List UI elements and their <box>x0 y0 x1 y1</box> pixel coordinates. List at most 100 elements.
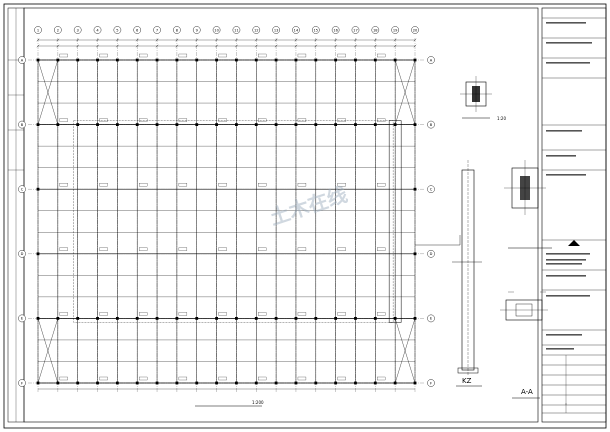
member-tag <box>377 183 386 187</box>
axis-bubble-row <box>427 56 435 64</box>
steel-column <box>155 381 159 385</box>
cross-brace <box>37 318 59 384</box>
member-tag <box>337 118 346 122</box>
member-tag <box>59 118 68 122</box>
title-block <box>541 7 607 423</box>
member-tag <box>337 247 346 251</box>
member-tag <box>337 183 346 187</box>
axis-label-row: B <box>21 123 24 127</box>
axis-bubble-col <box>331 26 340 34</box>
member-tag <box>99 183 108 187</box>
steel-column <box>195 317 199 320</box>
steel-column <box>274 58 278 62</box>
axis-label-row: F <box>430 381 432 385</box>
member-tag <box>337 312 346 316</box>
steel-column <box>215 317 218 320</box>
member-tag <box>218 247 227 251</box>
member-tag <box>178 376 188 381</box>
steel-column <box>215 381 218 385</box>
axis-bubble-col <box>113 26 122 34</box>
axis-bubble-col <box>73 26 82 34</box>
steel-column <box>373 317 377 320</box>
steel-column <box>354 317 357 320</box>
steel-column <box>354 381 357 385</box>
main-frame <box>23 7 539 423</box>
steel-column <box>175 123 179 126</box>
axis-label-row: C <box>21 188 24 192</box>
member-tag <box>377 376 386 381</box>
illegible-text <box>546 275 586 277</box>
steel-column <box>96 123 99 126</box>
steel-column <box>274 123 278 126</box>
roof-zone-outline <box>73 120 394 323</box>
steel-column <box>334 381 338 385</box>
steel-column <box>254 123 258 126</box>
illegible-text <box>546 334 582 336</box>
member-tag <box>297 53 307 58</box>
steel-column <box>215 123 218 126</box>
axis-bubble-col <box>232 26 241 34</box>
member-tag <box>59 376 68 381</box>
member-tag <box>258 376 267 381</box>
steel-column <box>76 123 80 126</box>
member-tag <box>59 183 68 187</box>
steel-column <box>294 317 298 320</box>
bracing-zone <box>388 120 402 323</box>
kz-base <box>457 367 479 374</box>
steel-column <box>96 58 99 62</box>
member-tag <box>377 118 386 122</box>
axis-bubble-col <box>212 26 221 34</box>
illegible-text <box>546 295 590 297</box>
axis-label-row: A <box>21 58 24 62</box>
member-tag <box>99 376 108 381</box>
member-tag <box>258 118 267 122</box>
axis-bubble-col <box>292 26 300 34</box>
member-tag <box>337 53 346 58</box>
axis-label-col: 16 <box>333 29 338 33</box>
illegible-text <box>546 62 590 64</box>
illegible-text <box>546 155 576 157</box>
axis-label-col: 11 <box>234 29 239 33</box>
axis-bubble-col <box>34 26 42 34</box>
axis-bubble-row <box>18 185 26 193</box>
axis-label-col: 5 <box>116 29 118 33</box>
steel-column <box>155 123 159 126</box>
axis-bubble-col <box>173 26 181 34</box>
axis-bubble-col <box>272 26 280 34</box>
member-tag <box>139 183 148 187</box>
steel-column <box>36 252 40 256</box>
axis-bubble-row <box>18 249 26 258</box>
member-tag <box>218 53 227 58</box>
steel-column <box>274 381 278 385</box>
steel-column <box>215 58 218 62</box>
axis-bubble-col <box>54 26 62 34</box>
axis-label-col: 18 <box>373 29 378 33</box>
member-tag <box>59 247 68 251</box>
axis-bubble-row <box>18 120 26 129</box>
axis-bubble-row <box>18 314 26 323</box>
axis-label-col: 19 <box>393 29 398 33</box>
member-tag <box>178 53 188 58</box>
member-tag <box>99 312 108 316</box>
steel-column <box>175 58 179 62</box>
axis-bubble-row <box>427 185 435 193</box>
axis-bubble-col <box>93 26 102 34</box>
axis-bubble-col <box>192 26 201 34</box>
axis-label-col: 7 <box>156 29 158 33</box>
axis-bubble-col <box>252 26 261 34</box>
steel-column <box>135 381 139 385</box>
axis-bubble-col <box>153 26 161 34</box>
axis-label-col: 1 <box>37 29 39 33</box>
illegible-text <box>546 42 592 44</box>
member-tag <box>258 183 267 187</box>
steel-column <box>96 317 99 320</box>
steel-column <box>76 381 80 385</box>
steel-column <box>76 317 80 320</box>
axis-label-col: 13 <box>274 29 279 33</box>
member-tag <box>258 53 267 58</box>
axis-bubble-row <box>18 379 26 387</box>
steel-column <box>334 58 338 62</box>
member-tag <box>59 312 68 316</box>
member-tag <box>178 312 188 316</box>
